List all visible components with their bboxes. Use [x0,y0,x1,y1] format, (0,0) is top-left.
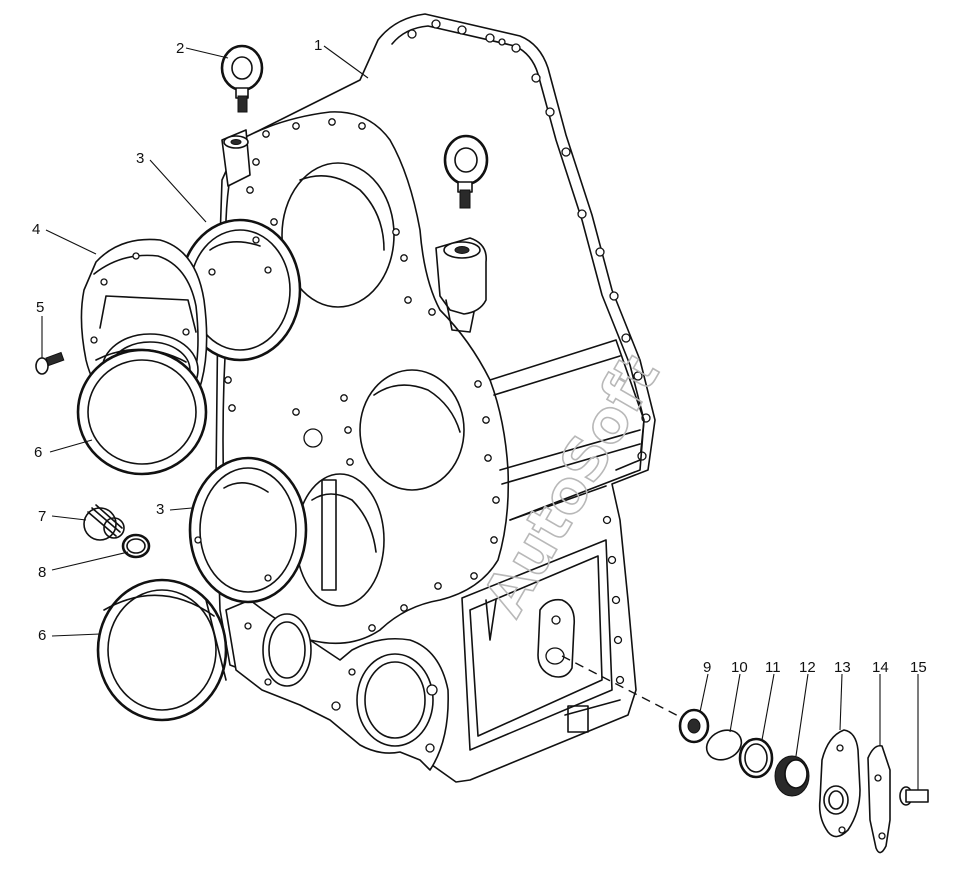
bolt-15 [899,786,929,806]
seal-ring-upper [76,348,208,476]
seal-12 [774,755,810,797]
gasket-14 [867,744,891,854]
callout-3-lower: 3 [156,501,164,518]
callout-15: 15 [910,659,927,676]
flange-bolt-holes [407,19,651,461]
callout-8: 8 [38,564,46,581]
leader-lines [41,45,919,790]
gearbox-housing [215,13,656,783]
o-ring-small [121,533,151,559]
callout-5: 5 [36,299,44,316]
bushing-9 [678,708,710,744]
disc-10 [705,729,743,761]
bearing-cup-lower [188,456,308,604]
callout-6-upper: 6 [34,444,42,461]
eye-bolt-housing [443,134,489,209]
callout-13: 13 [834,659,851,676]
eye-bolt-upper [220,44,264,113]
callout-14: 14 [872,659,889,676]
callout-1: 1 [314,37,322,54]
threaded-plug [83,504,125,541]
callout-10: 10 [731,659,748,676]
assembly-axis [561,655,691,723]
seal-ring-lower [96,578,228,722]
flange-plate-13 [818,729,861,838]
screw-small [35,351,65,375]
ring-11 [738,737,774,779]
callout-6-lower: 6 [38,627,46,644]
callout-3-upper: 3 [136,150,144,167]
callout-4: 4 [32,221,40,238]
callout-2: 2 [176,40,184,57]
callout-7: 7 [38,508,46,525]
callout-11: 11 [765,659,781,676]
callout-9: 9 [703,659,711,676]
callout-12: 12 [799,659,816,676]
